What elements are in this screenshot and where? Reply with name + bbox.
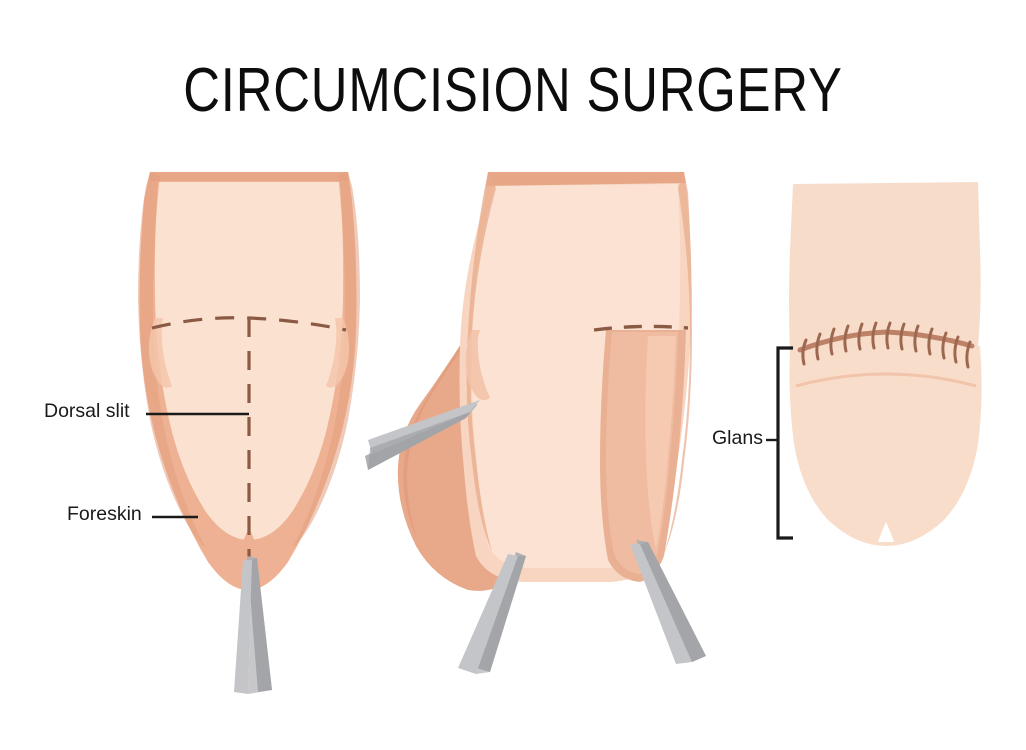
figure1-corona-right — [326, 318, 350, 388]
figure3-shaft — [789, 182, 981, 352]
clamp-blade-shadow — [248, 558, 272, 694]
figure-1-dorsal-slit — [138, 172, 360, 694]
clamp-blade-front — [458, 554, 518, 674]
figure2-clamp-lower-right — [630, 540, 706, 664]
figure3-glans — [789, 346, 982, 546]
annotation-leaders — [146, 346, 793, 540]
glans-bracket — [776, 346, 793, 540]
figure2-left-edge-shadow — [466, 172, 496, 552]
figure2-clamp-lower-left — [458, 552, 526, 674]
figure-3-sutured — [789, 182, 982, 546]
clamp-blade-front — [234, 560, 252, 694]
figure3-glans-notch — [878, 522, 894, 542]
figure3-stitches — [801, 321, 972, 369]
clamp-blade-shadow — [368, 412, 470, 470]
figure2-clamp-left-upper — [365, 400, 480, 470]
figure-2-foreskin-retracted — [365, 172, 706, 674]
figure1-top-rim — [149, 172, 349, 181]
page-title: CIRCUMCISION SURGERY — [183, 56, 843, 125]
figure1-corona-left — [148, 318, 172, 388]
figure3-corona-line — [795, 372, 977, 388]
figure2-top-rim — [486, 172, 686, 186]
clamp-blade-shadow — [476, 556, 526, 674]
figure2-dashed-line — [593, 324, 689, 332]
figure1-clamp — [234, 556, 272, 694]
label-dorsal-slit: Dorsal slit — [44, 400, 130, 422]
figure2-corona-left — [465, 330, 490, 400]
figure2-right-flap-highlight — [645, 336, 676, 550]
clamp-blade-shadow — [640, 542, 706, 662]
clamp-blade-front — [630, 544, 692, 664]
figure2-left-flap-shadow — [403, 330, 472, 540]
label-foreskin: Foreskin — [67, 503, 142, 525]
label-glans: Glans — [712, 427, 763, 449]
